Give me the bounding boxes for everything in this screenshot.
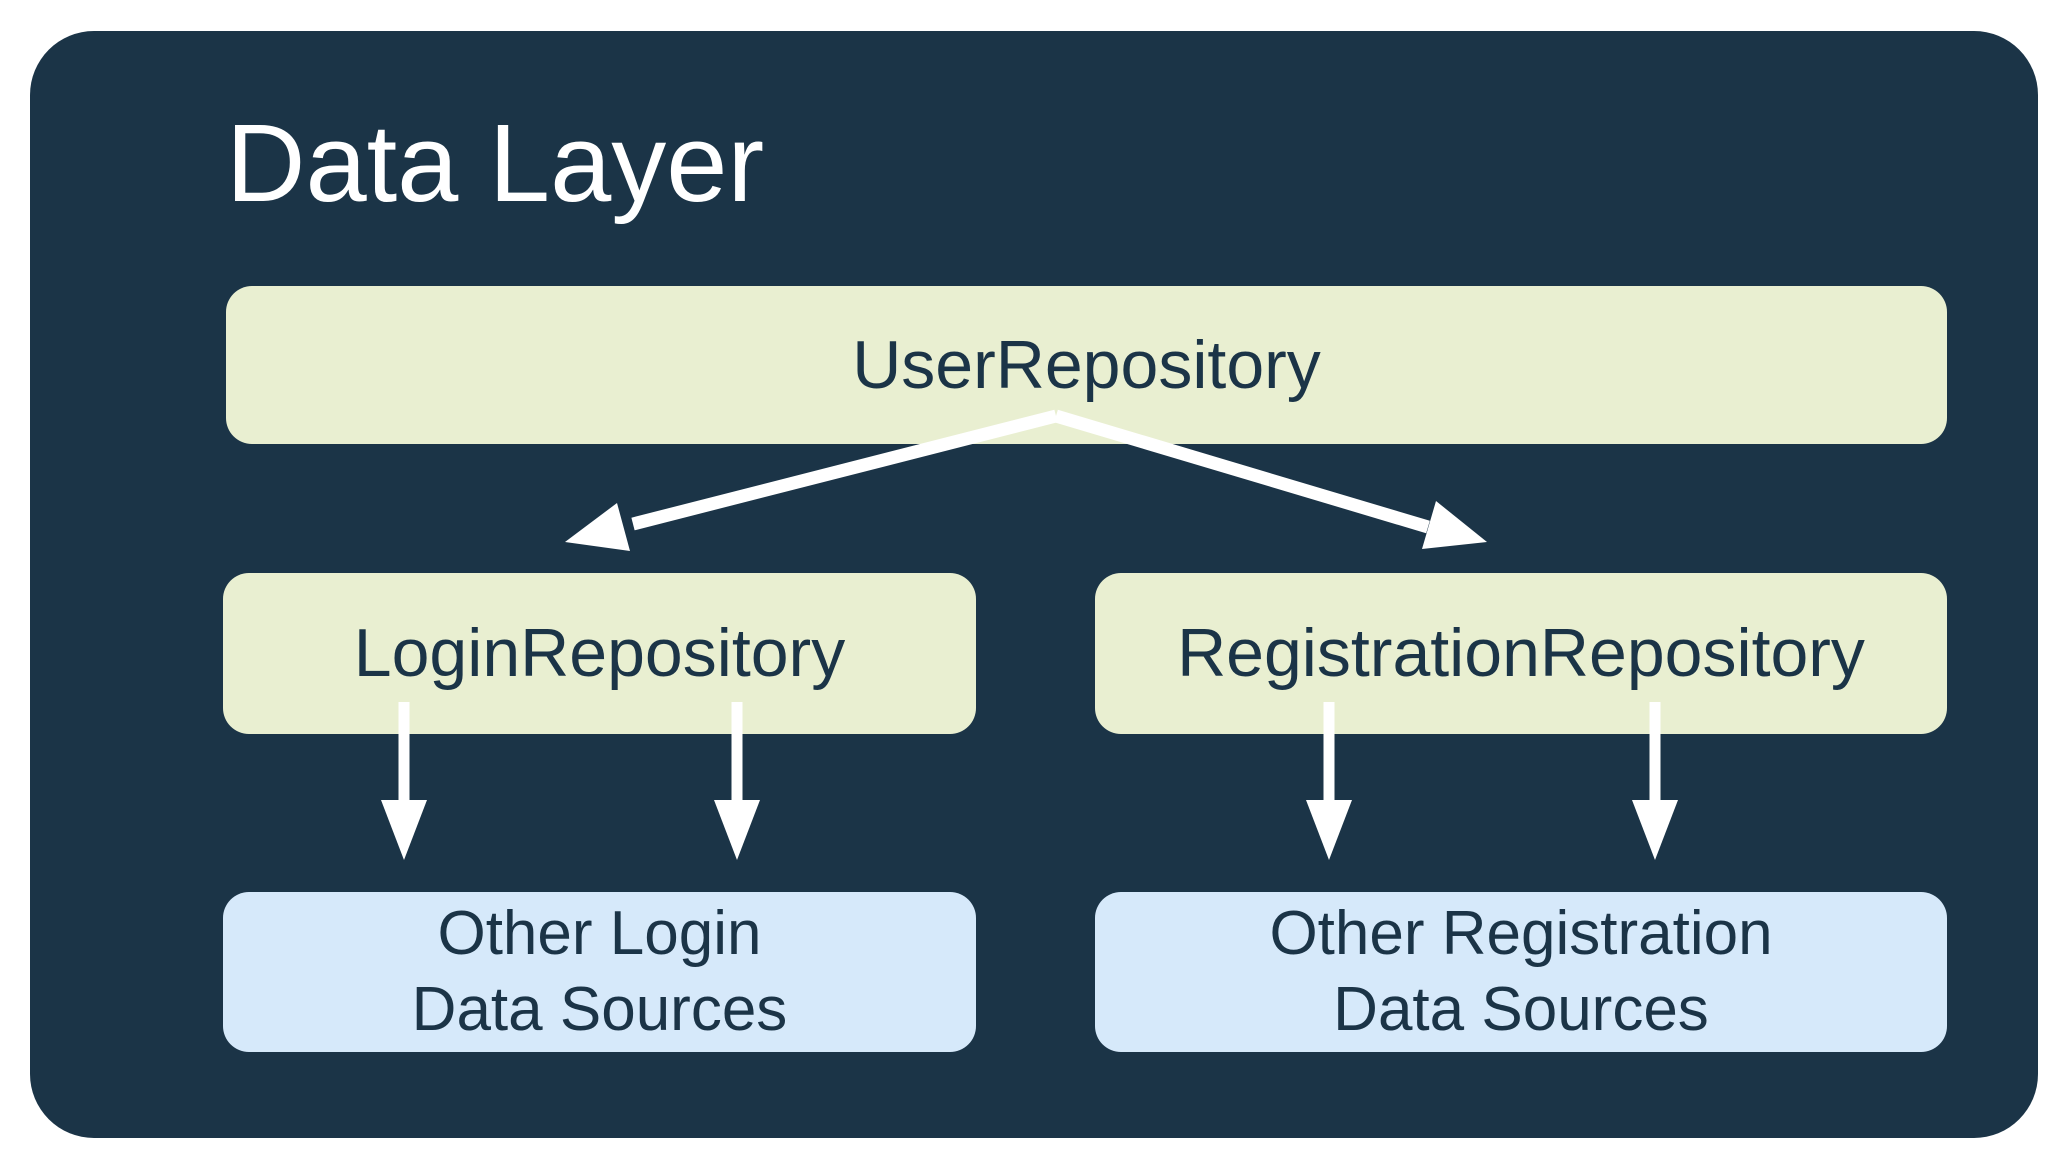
node-registration-repository: RegistrationRepository xyxy=(1095,573,1947,734)
node-other-registration-data-sources-label: Other Registration Data Sources xyxy=(1269,896,1772,1048)
node-user-repository-label: UserRepository xyxy=(852,326,1321,403)
label-line-2: Data Sources xyxy=(411,975,788,1044)
node-other-registration-data-sources: Other Registration Data Sources xyxy=(1095,892,1947,1052)
node-registration-repository-label: RegistrationRepository xyxy=(1177,615,1865,692)
label-line-1: Other Registration xyxy=(1269,899,1773,968)
node-user-repository: UserRepository xyxy=(226,286,1947,444)
diagram-title: Data Layer xyxy=(226,102,765,225)
data-layer-panel: Data Layer UserRepository LoginRepositor… xyxy=(30,31,2038,1138)
label-line-1: Other Login xyxy=(437,899,762,968)
node-other-login-data-sources-label: Other Login Data Sources xyxy=(412,896,788,1048)
label-line-2: Data Sources xyxy=(1333,975,1709,1044)
node-other-login-data-sources: Other Login Data Sources xyxy=(223,892,976,1052)
node-login-repository-label: LoginRepository xyxy=(353,615,846,692)
node-login-repository: LoginRepository xyxy=(223,573,976,734)
